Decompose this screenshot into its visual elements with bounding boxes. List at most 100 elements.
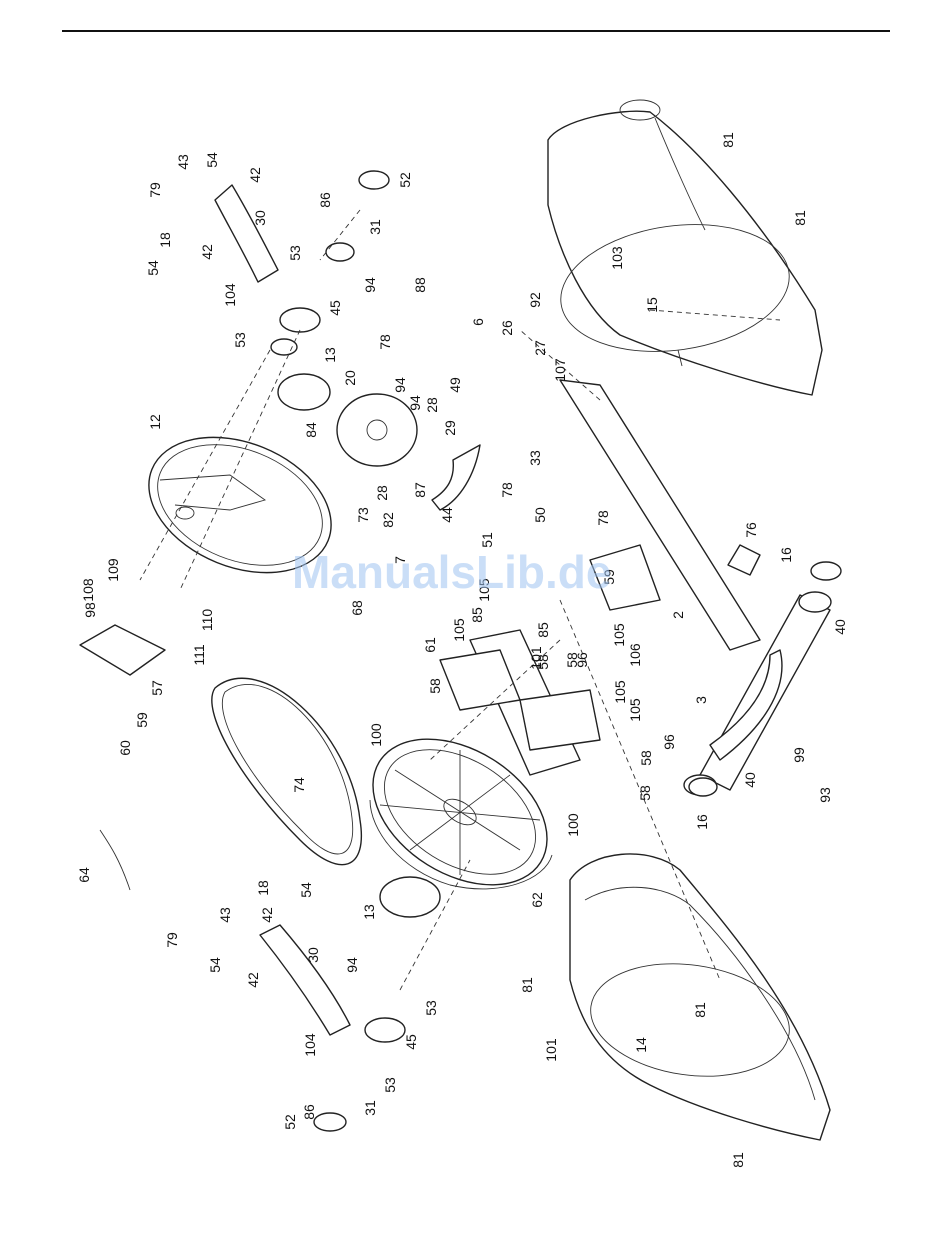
part-label: 107	[552, 358, 568, 382]
drive-belt	[211, 677, 362, 866]
part-label: 54	[207, 957, 223, 973]
part-label: 18	[157, 232, 173, 248]
part-label: 45	[403, 1034, 419, 1050]
part-label: 111	[191, 644, 207, 665]
part-label: 76	[743, 522, 759, 538]
assembly-lines	[139, 209, 781, 991]
part-label: 104	[302, 1033, 318, 1057]
part-label: 58	[564, 652, 580, 668]
part-label: 81	[692, 1002, 708, 1018]
part-label: 100	[565, 813, 581, 837]
part-label: 15	[644, 297, 660, 313]
part-label: 84	[303, 422, 319, 438]
part-label: 57	[149, 680, 165, 696]
shroud-right-lower	[569, 853, 831, 1141]
disc-left	[148, 436, 332, 574]
part-label: 78	[499, 482, 515, 498]
part-label: 82	[380, 512, 396, 528]
part-label: 105	[611, 623, 627, 647]
part-label: 43	[217, 907, 233, 923]
part-label: 50	[532, 507, 548, 523]
part-label: 110	[199, 609, 215, 632]
part-label: 94	[344, 957, 360, 973]
part-label: 28	[374, 485, 390, 501]
part-label: 79	[147, 182, 163, 198]
part-label: 42	[259, 907, 275, 923]
part-label: 105	[612, 680, 628, 704]
part-label: 40	[832, 619, 848, 635]
part-label: 58	[638, 750, 654, 766]
part-label: 42	[247, 167, 263, 183]
part-label: 28	[424, 397, 440, 413]
part-label: 13	[322, 347, 338, 363]
part-label: 31	[362, 1100, 378, 1116]
part-label: 31	[367, 219, 383, 235]
part-label: 44	[439, 507, 455, 523]
part-label: 53	[232, 332, 248, 348]
part-label: 58	[427, 678, 443, 694]
part-label: 54	[204, 152, 220, 168]
part-label: 105	[627, 698, 643, 722]
part-label: 42	[199, 244, 215, 260]
part-label: 101	[528, 646, 544, 670]
part-label: 58	[535, 654, 551, 670]
part-label: 26	[499, 320, 515, 336]
part-label: 104	[222, 283, 238, 307]
watermark: ManualsLib.de	[292, 546, 611, 598]
part-label: 3	[693, 696, 709, 704]
part-label: 96	[661, 734, 677, 750]
part-label: 2	[670, 611, 686, 619]
part-label: 27	[532, 340, 548, 356]
part-label: 85	[469, 607, 485, 623]
part-label: 30	[305, 947, 321, 963]
part-label: 42	[245, 972, 261, 988]
part-label: 103	[609, 246, 625, 270]
part-label: 78	[595, 510, 611, 526]
part-label: 94	[392, 377, 408, 393]
part-label: 93	[817, 787, 833, 803]
part-label: 53	[287, 245, 303, 261]
part-label: 86	[317, 192, 333, 208]
part-label: 49	[447, 377, 463, 393]
part-label: 54	[145, 260, 161, 276]
part-label: 81	[730, 1152, 746, 1168]
part-label: 40	[742, 772, 758, 788]
part-label: 81	[792, 210, 808, 226]
part-label: 87	[412, 482, 428, 498]
part-label: 64	[76, 867, 92, 883]
part-label: 30	[252, 210, 268, 226]
part-label: 106	[627, 643, 643, 667]
part-label: 108	[80, 578, 96, 602]
part-label: 18	[255, 880, 271, 896]
part-label: 105	[451, 618, 467, 642]
part-label: 109	[105, 558, 121, 582]
part-label: 68	[349, 600, 365, 616]
part-label: 73	[355, 507, 371, 523]
part-label: 94	[407, 395, 423, 411]
crank-arm-lower	[259, 924, 406, 1043]
part-label: 16	[694, 814, 710, 830]
crank-arm-upper	[214, 184, 321, 333]
part-label: 13	[361, 904, 377, 920]
part-label: 59	[601, 569, 617, 585]
part-label: 100	[368, 723, 384, 747]
flywheel	[369, 738, 553, 890]
part-label: 61	[422, 637, 438, 653]
part-label: 54	[298, 882, 314, 898]
part-label: 88	[412, 277, 428, 293]
part-label: 101	[543, 1038, 559, 1062]
part-label: 14	[633, 1037, 649, 1053]
part-label: 105	[476, 578, 492, 602]
part-labels: 5443427930528631818118425453941031044588…	[76, 132, 848, 1168]
part-label: 79	[164, 932, 180, 948]
part-label: 62	[529, 892, 545, 908]
part-label: 43	[175, 154, 191, 170]
part-label: 74	[291, 777, 307, 793]
part-label: 20	[342, 370, 358, 386]
part-label: 58	[637, 785, 653, 801]
part-label: 81	[720, 132, 736, 148]
part-label: 96	[574, 652, 590, 668]
part-label: 98	[82, 602, 98, 618]
part-label: 60	[117, 740, 133, 756]
